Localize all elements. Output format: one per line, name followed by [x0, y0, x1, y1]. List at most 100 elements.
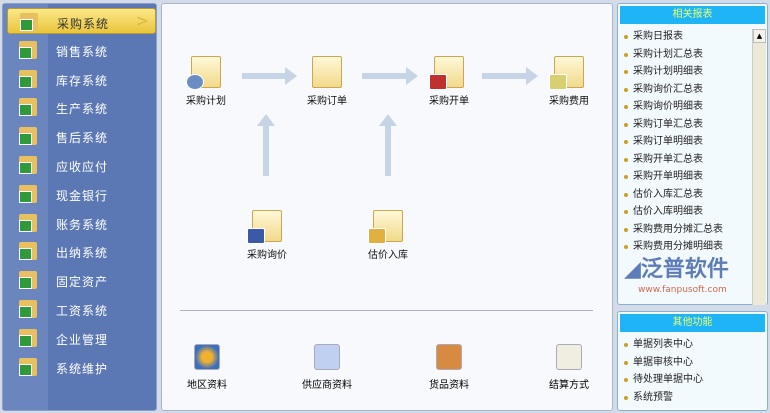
sidebar-item[interactable]: 生产系统 — [7, 94, 156, 120]
flow-estimate-stock-in[interactable]: 估价入库 — [348, 210, 428, 261]
arrow-up — [379, 114, 397, 176]
module-icon — [19, 184, 37, 203]
calculator-icon — [556, 344, 582, 370]
list-item[interactable]: 估价入库明细表 — [618, 203, 767, 221]
list-item[interactable]: 采购费用分摊汇总表 — [618, 221, 767, 239]
globe-icon — [194, 344, 220, 370]
box-icon — [436, 344, 462, 370]
list-item[interactable]: 采购开单汇总表 — [618, 151, 767, 169]
list-item[interactable]: 采购询价汇总表 — [618, 81, 767, 99]
list-item[interactable]: 采购询价明细表 — [618, 98, 767, 116]
sidebar-item[interactable]: 固定资产 — [7, 267, 156, 293]
module-icon — [19, 357, 37, 376]
module-icon — [19, 300, 37, 318]
settlement-method-button[interactable]: 结算方式 — [529, 344, 609, 391]
main-panel: 采购计划 采购订单 采购开单 采购费用 采购询价 估价入库 地区资料 供应商资料… — [161, 3, 613, 411]
module-icon — [19, 156, 37, 174]
module-icon — [19, 98, 37, 117]
list-item[interactable]: 采购开单明细表 — [618, 168, 767, 186]
sidebar-item-label: 售后系统 — [56, 131, 109, 146]
truck-document-icon — [429, 56, 464, 90]
sidebar-item[interactable]: 应收应付 — [7, 152, 156, 178]
sidebar-item-label: 生产系统 — [56, 102, 109, 117]
arrow-right — [482, 67, 538, 85]
list-item[interactable]: 采购计划汇总表 — [618, 46, 767, 64]
sidebar-item-label: 销售系统 — [56, 44, 109, 59]
clock-document-icon — [186, 56, 221, 90]
related-reports-panel: 相关报表 采购日报表采购计划汇总表采购计划明细表采购询价汇总表采购询价明细表采购… — [617, 3, 768, 305]
module-icon — [19, 69, 37, 88]
scroll-up-icon[interactable]: ▲ — [753, 29, 766, 43]
arrow-right — [242, 67, 297, 85]
fax-document-icon — [247, 210, 282, 244]
list-item[interactable]: 待处理单据中心 — [618, 371, 767, 389]
chevron-right-icon: > — [135, 11, 149, 30]
list-item[interactable]: 采购计划明细表 — [618, 63, 767, 81]
flow-purchase-inquiry[interactable]: 采购询价 — [227, 210, 307, 261]
sidebar-item[interactable]: 系统维护 — [7, 354, 156, 380]
sidebar-item[interactable]: 库存系统 — [7, 66, 156, 92]
flow-label: 采购询价 — [247, 250, 287, 261]
arrow-up — [257, 114, 275, 176]
module-icon — [19, 40, 37, 59]
list-item[interactable]: 单据审核中心 — [618, 354, 767, 372]
other-functions-panel: 其他功能 单据列表中心单据审核中心待处理单据中心系统预警 — [617, 311, 768, 411]
arrow-right — [362, 67, 418, 85]
flow-purchase-order[interactable]: 采购订单 — [287, 56, 367, 107]
order-document-icon — [312, 56, 342, 88]
flow-label: 采购计划 — [186, 96, 226, 107]
list-item[interactable]: 采购费用分摊明细表 — [618, 238, 767, 256]
flow-purchase-expense[interactable]: 采购费用 — [529, 56, 609, 107]
flow-label: 采购费用 — [549, 96, 589, 107]
scrollbar[interactable]: ▲ — [752, 29, 766, 305]
divider — [180, 310, 593, 311]
sidebar-item-label: 出纳系统 — [56, 246, 109, 261]
sidebar-item-label: 系统维护 — [56, 361, 109, 376]
sidebar-item-label: 企业管理 — [56, 332, 109, 347]
sidebar-item[interactable]: 现金银行 — [7, 181, 156, 207]
module-icon — [19, 242, 37, 261]
money-document-icon — [549, 56, 584, 90]
module-icon — [20, 13, 38, 31]
flow-purchase-plan[interactable]: 采购计划 — [166, 56, 246, 107]
basic-label: 供应商资料 — [302, 380, 352, 391]
sidebar: 采购系统 > 销售系统库存系统生产系统售后系统应收应付现金银行账务系统出纳系统固定资… — [2, 3, 157, 411]
sidebar-item-label: 账务系统 — [56, 217, 109, 232]
flow-purchase-invoice[interactable]: 采购开单 — [409, 56, 489, 107]
sidebar-item[interactable]: 销售系统 — [7, 37, 156, 63]
sidebar-item[interactable]: 出纳系统 — [7, 238, 156, 264]
list-item[interactable]: 估价入库汇总表 — [618, 186, 767, 204]
sidebar-item[interactable]: 工资系统 — [7, 296, 156, 322]
goods-data-button[interactable]: 货品资料 — [409, 344, 489, 391]
flow-label: 采购订单 — [307, 96, 347, 107]
supplier-data-button[interactable]: 供应商资料 — [287, 344, 367, 391]
flow-label: 采购开单 — [429, 96, 469, 107]
list-item[interactable]: 采购订单明细表 — [618, 133, 767, 151]
list-item[interactable]: 采购日报表 — [618, 28, 767, 46]
basic-label: 货品资料 — [429, 380, 469, 391]
sidebar-item[interactable]: 账务系统 — [7, 210, 156, 236]
list-item[interactable]: 单据列表中心 — [618, 336, 767, 354]
flow-label: 估价入库 — [368, 250, 408, 261]
module-icon — [19, 328, 37, 347]
calculator-document-icon — [368, 210, 403, 244]
module-icon — [19, 271, 37, 290]
sidebar-item-label: 库存系统 — [56, 73, 109, 88]
list-item[interactable]: 系统预警 — [618, 389, 767, 407]
module-icon — [19, 127, 37, 146]
basic-label: 结算方式 — [549, 380, 589, 391]
sidebar-item-label: 采购系统 — [57, 17, 110, 31]
list-item[interactable]: 采购订单汇总表 — [618, 116, 767, 134]
sidebar-item[interactable]: 企业管理 — [7, 325, 156, 351]
sidebar-item-label: 应收应付 — [56, 160, 109, 174]
sidebar-item-label: 现金银行 — [56, 188, 109, 203]
module-icon — [19, 213, 37, 232]
sidebar-item-label: 工资系统 — [56, 304, 109, 318]
supplier-icon — [314, 344, 340, 370]
panel-title: 其他功能 — [620, 314, 765, 332]
region-data-button[interactable]: 地区资料 — [167, 344, 247, 391]
sidebar-item-label: 固定资产 — [56, 275, 109, 290]
sidebar-item[interactable]: 采购系统 > — [7, 8, 156, 34]
sidebar-item[interactable]: 售后系统 — [7, 123, 156, 149]
